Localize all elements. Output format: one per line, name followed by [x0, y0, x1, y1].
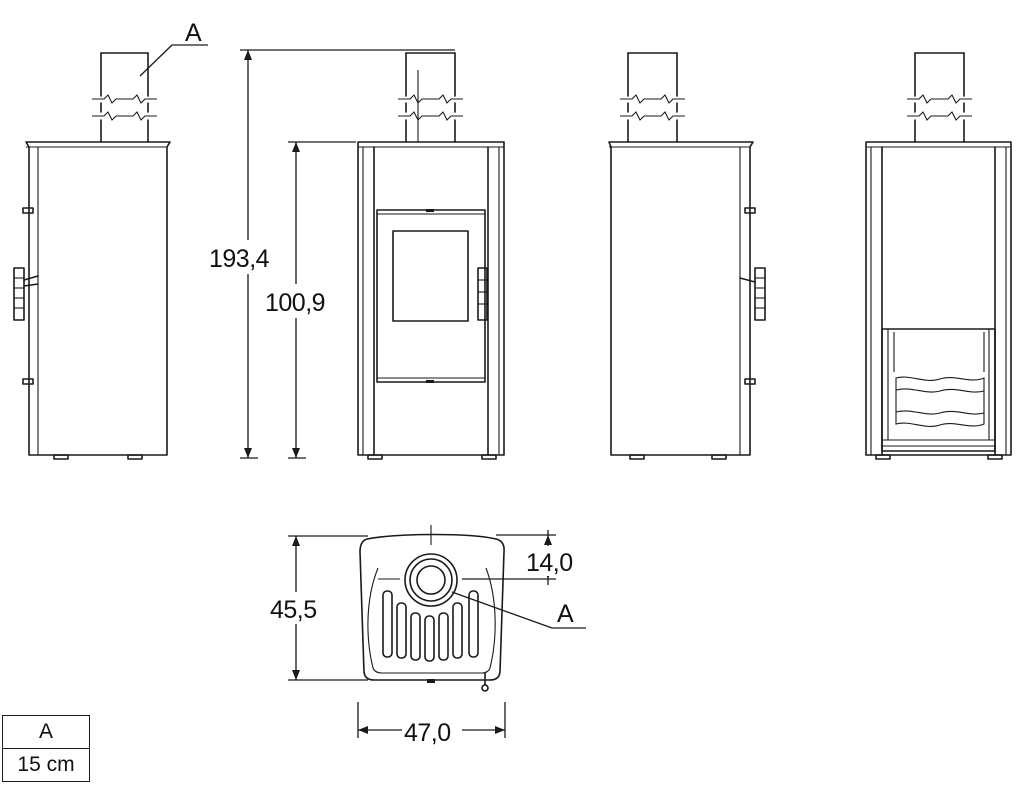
flue-pipe — [907, 52, 972, 143]
legend-table: A 15 cm — [2, 715, 90, 782]
dimension-total-height: 193,4 — [207, 49, 455, 459]
callout-a-label: A — [185, 19, 202, 47]
legend-value: 15 cm — [2, 748, 90, 782]
dimension-flue-offset: 14,0 — [462, 530, 582, 585]
door-handle — [13, 267, 25, 321]
stove-window — [392, 230, 469, 322]
body-height-label: 100,9 — [265, 289, 325, 317]
door-handle — [477, 267, 488, 321]
callout-a-plan: A — [451, 591, 586, 629]
flue-offset-label: 14,0 — [526, 549, 573, 577]
width-label: 47,0 — [404, 719, 451, 747]
legend-header: A — [2, 715, 90, 749]
back-view — [865, 52, 1012, 460]
front-view — [357, 52, 505, 460]
top-view — [359, 525, 505, 692]
wood-compartment — [881, 328, 996, 452]
callout-a-plan-label: A — [557, 600, 574, 628]
total-height-label: 193,4 — [209, 245, 270, 273]
dimension-width: 47,0 — [357, 702, 506, 747]
flue-pipe — [620, 52, 685, 143]
flue-outlet — [404, 553, 458, 607]
door-handle — [754, 267, 766, 321]
dimension-body-height: 100,9 — [263, 141, 356, 459]
flue-pipe — [398, 52, 463, 143]
dimension-depth: 45,5 — [268, 535, 368, 681]
callout-a-top: A — [139, 19, 208, 77]
depth-label: 45,5 — [270, 596, 317, 624]
side-view-right — [608, 52, 766, 460]
side-view-left — [13, 52, 171, 460]
flue-pipe — [92, 52, 157, 143]
